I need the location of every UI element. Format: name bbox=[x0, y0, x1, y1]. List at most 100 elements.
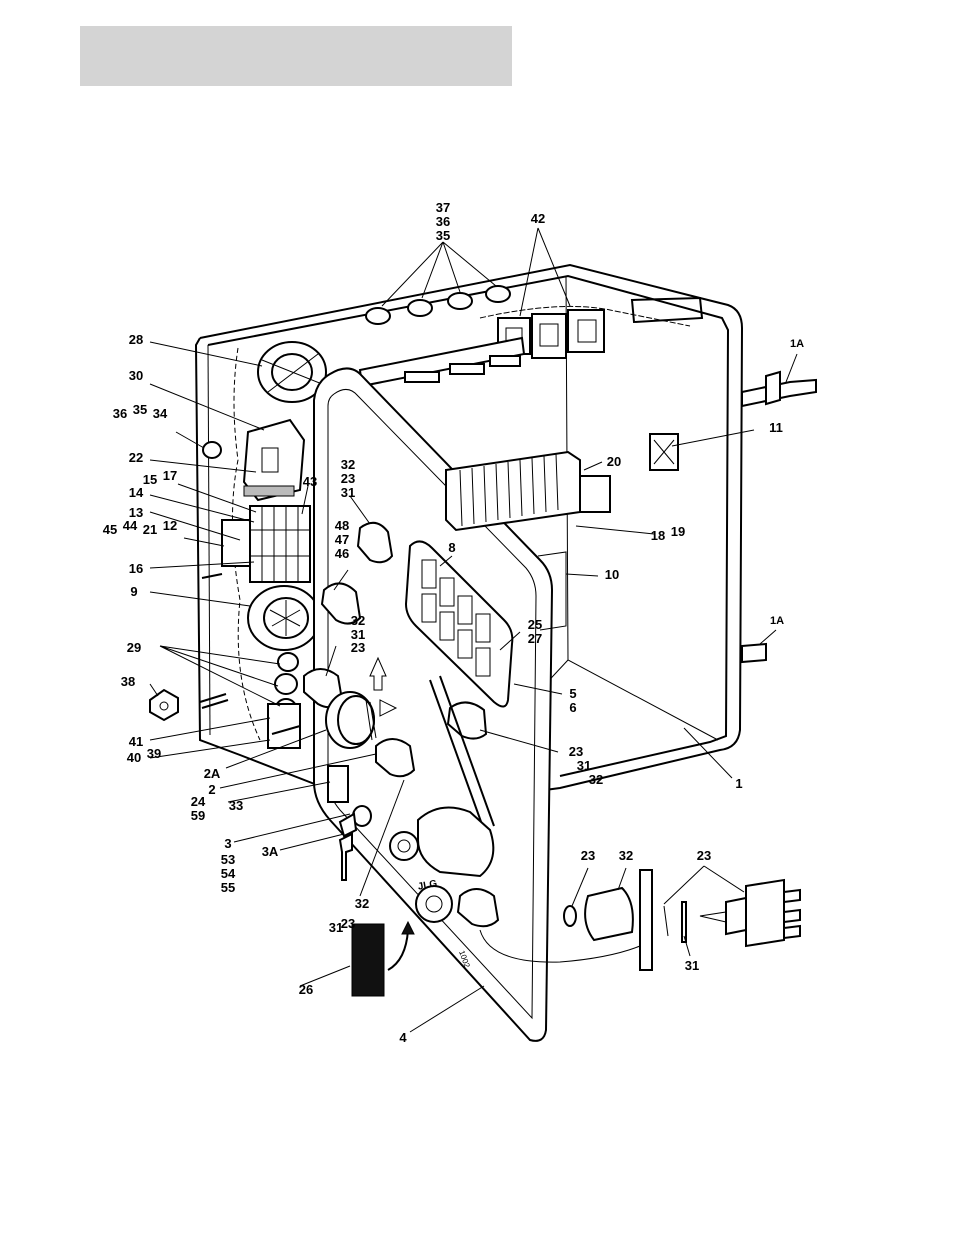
callout-line: 3A bbox=[262, 844, 279, 859]
exploded-toggle-switch bbox=[564, 870, 800, 970]
callout-line: 2A bbox=[204, 766, 221, 781]
callout-32-31: 3231 bbox=[351, 613, 365, 642]
callout-28: 28 bbox=[129, 332, 143, 347]
callout-3: 3 bbox=[224, 836, 231, 851]
callout-line: 47 bbox=[335, 532, 349, 547]
callout-43: 43 bbox=[303, 474, 317, 489]
callout-line: 31 bbox=[685, 958, 699, 973]
callout-2a: 2A bbox=[204, 766, 221, 781]
callout-1a-bottom: 1A bbox=[770, 615, 784, 627]
callout-line: 16 bbox=[129, 561, 143, 576]
callout-line: 18 bbox=[651, 528, 665, 543]
callout-36-35-34: 36 35 34 bbox=[113, 402, 168, 421]
callout-2: 2 bbox=[208, 782, 215, 797]
callout-line: 25 bbox=[528, 617, 542, 632]
callout-23-mid: 23 bbox=[351, 640, 365, 655]
callout-line: 9 bbox=[130, 584, 137, 599]
callout-line: 14 bbox=[129, 485, 144, 500]
callout-line: 1 bbox=[735, 776, 742, 791]
callout-line: 3 bbox=[224, 836, 231, 851]
callout-line: 4 bbox=[399, 1030, 407, 1045]
callout-22: 22 bbox=[129, 450, 143, 465]
callout-line: 55 bbox=[221, 880, 235, 895]
callout-line: 22 bbox=[129, 450, 143, 465]
callout-line: 17 bbox=[163, 468, 177, 483]
callout-line: 35 bbox=[133, 402, 147, 417]
callout-14: 14 bbox=[129, 485, 144, 500]
callout-line: 8 bbox=[448, 540, 455, 555]
callout-line: 39 bbox=[147, 746, 161, 761]
callout-line: 48 bbox=[335, 518, 349, 533]
callout-line: 12 bbox=[163, 518, 177, 533]
callout-16: 16 bbox=[129, 561, 143, 576]
callout-line: 23 bbox=[341, 471, 355, 486]
callout-23-switch-right: 23 bbox=[697, 848, 711, 863]
relay-block bbox=[244, 420, 304, 500]
callout-line: 32 bbox=[341, 457, 355, 472]
callout-31-23: 3123 bbox=[329, 916, 355, 935]
callout-31-switch: 31 bbox=[685, 958, 699, 973]
callout-line: 54 bbox=[221, 866, 236, 881]
callout-38: 38 bbox=[121, 674, 135, 689]
callout-line: 34 bbox=[153, 406, 168, 421]
callout-line: 27 bbox=[528, 631, 542, 646]
callout-line: 23 bbox=[581, 848, 595, 863]
callout-line: 42 bbox=[531, 211, 545, 226]
callout-line: 36 bbox=[436, 214, 450, 229]
clip-11 bbox=[650, 434, 678, 470]
callout-8: 8 bbox=[448, 540, 455, 555]
callout-line: 2 bbox=[208, 782, 215, 797]
callout-9: 9 bbox=[130, 584, 137, 599]
callout-30: 30 bbox=[129, 368, 143, 383]
callout-line: 31 bbox=[341, 485, 355, 500]
callout-10: 10 bbox=[605, 567, 619, 582]
callout-line: 32 bbox=[351, 613, 365, 628]
callout-4: 4 bbox=[399, 1030, 407, 1045]
callout-line: 24 bbox=[191, 794, 206, 809]
callout-line: 21 bbox=[143, 522, 157, 537]
callout-32-bottom: 32 bbox=[355, 896, 369, 911]
callout-line: 37 bbox=[436, 200, 450, 215]
callout-line: 1A bbox=[770, 615, 784, 627]
callout-3a: 3A bbox=[262, 844, 279, 859]
callout-29: 29 bbox=[127, 640, 141, 655]
callout-line: 32 bbox=[589, 772, 603, 787]
callout-line: 41 bbox=[129, 734, 143, 749]
callout-line: 33 bbox=[229, 798, 243, 813]
callout-line: 20 bbox=[607, 454, 621, 469]
callout-line: 46 bbox=[335, 546, 349, 561]
callout-41: 41 bbox=[129, 734, 143, 749]
callout-line: 23 bbox=[351, 640, 365, 655]
callout-line: 32 bbox=[355, 896, 369, 911]
callout-line: 45 bbox=[103, 522, 117, 537]
callout-line: 30 bbox=[129, 368, 143, 383]
callout-11: 11 bbox=[769, 420, 783, 435]
callout-line: 15 bbox=[143, 472, 157, 487]
label-arrow bbox=[388, 930, 408, 970]
callout-line: 19 bbox=[671, 524, 685, 539]
callout-line: 23 bbox=[697, 848, 711, 863]
callout-line: 6 bbox=[569, 700, 576, 715]
callout-line: 23 bbox=[341, 916, 355, 931]
callout-line: 59 bbox=[191, 808, 205, 823]
right-terminal-strip bbox=[446, 452, 610, 530]
callout-1a-top: 1A bbox=[790, 338, 804, 350]
callout-20: 20 bbox=[607, 454, 621, 469]
hourmeter bbox=[328, 766, 348, 802]
callout-42: 42 bbox=[531, 211, 545, 226]
callout-line: 31 bbox=[577, 758, 591, 773]
callout-line: 40 bbox=[127, 750, 141, 765]
callout-line: 35 bbox=[436, 228, 450, 243]
callout-line: 36 bbox=[113, 406, 127, 421]
callout-line: 1A bbox=[790, 338, 804, 350]
callout-1: 1 bbox=[735, 776, 742, 791]
callout-line: 29 bbox=[127, 640, 141, 655]
